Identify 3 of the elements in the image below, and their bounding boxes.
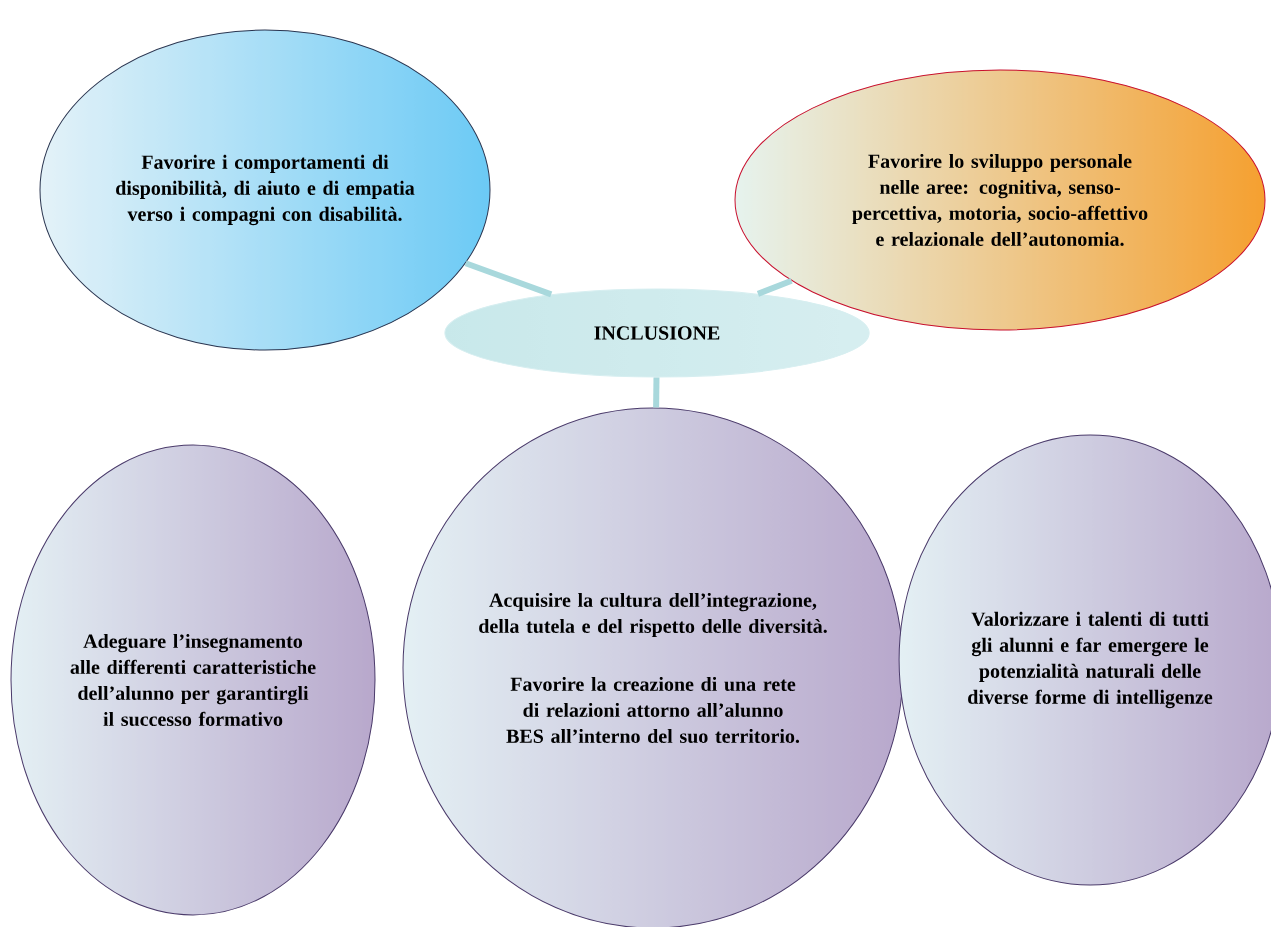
connector-line (756, 278, 793, 297)
connector-line (464, 260, 553, 298)
connector-line (653, 377, 660, 408)
